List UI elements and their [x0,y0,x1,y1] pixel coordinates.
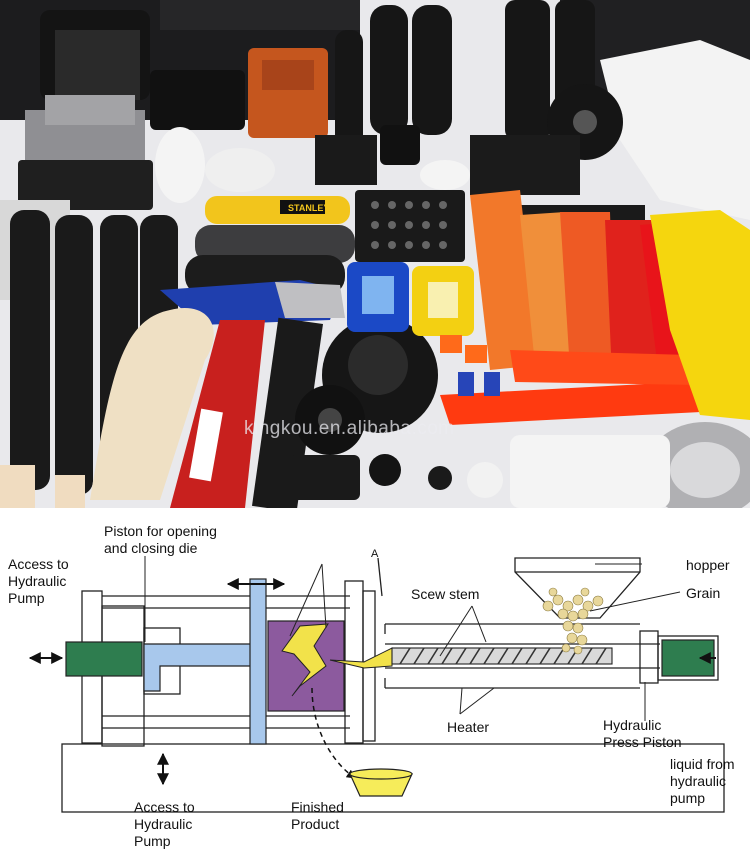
label-access-bottom: Access to Hydraulic Pump [134,799,195,849]
hopper [514,557,641,619]
label-heater: Heater [447,719,490,735]
label-piston-opening: Piston for opening and closing die [104,523,217,556]
left-hydraulic-piston [65,641,143,677]
stanley-knife: STANLEY [205,196,350,224]
yellow-tray [650,210,750,420]
injection-molding-diagram [28,556,725,813]
clamp-piston-rod [143,643,253,692]
label-screw-stem: Scew stem [411,586,480,602]
black-cups [40,10,150,100]
right-hydraulic-piston [661,639,715,677]
rubber-pad [150,70,245,130]
label-liquid-from-pump: liquid from hydraulic pump [670,756,735,806]
beige-grip [90,308,214,500]
watermark: kingkou.en.alibaba.com [244,418,455,439]
label-access-left: Access to Hydraulic Pump [8,556,69,606]
product-photo: STANLEY [0,0,750,508]
label-grain: Grain [686,585,721,601]
bellows [335,0,595,150]
svg-text:STANLEY: STANLEY [288,203,329,213]
product-drop-arrow [311,687,356,779]
orange-cap [248,48,328,138]
white-parts [600,40,750,220]
label-hopper: hopper [686,557,730,573]
label-marker-a: A [371,548,379,560]
grain-pellets [542,587,604,655]
label-finished-product: Finished Product [291,799,344,832]
machine-base [61,743,725,813]
moving-platen [249,578,267,745]
divider [0,508,750,516]
mold-cavity [281,623,329,697]
label-hydraulic-press-piston: Hydraulic Press Piston [603,717,682,750]
